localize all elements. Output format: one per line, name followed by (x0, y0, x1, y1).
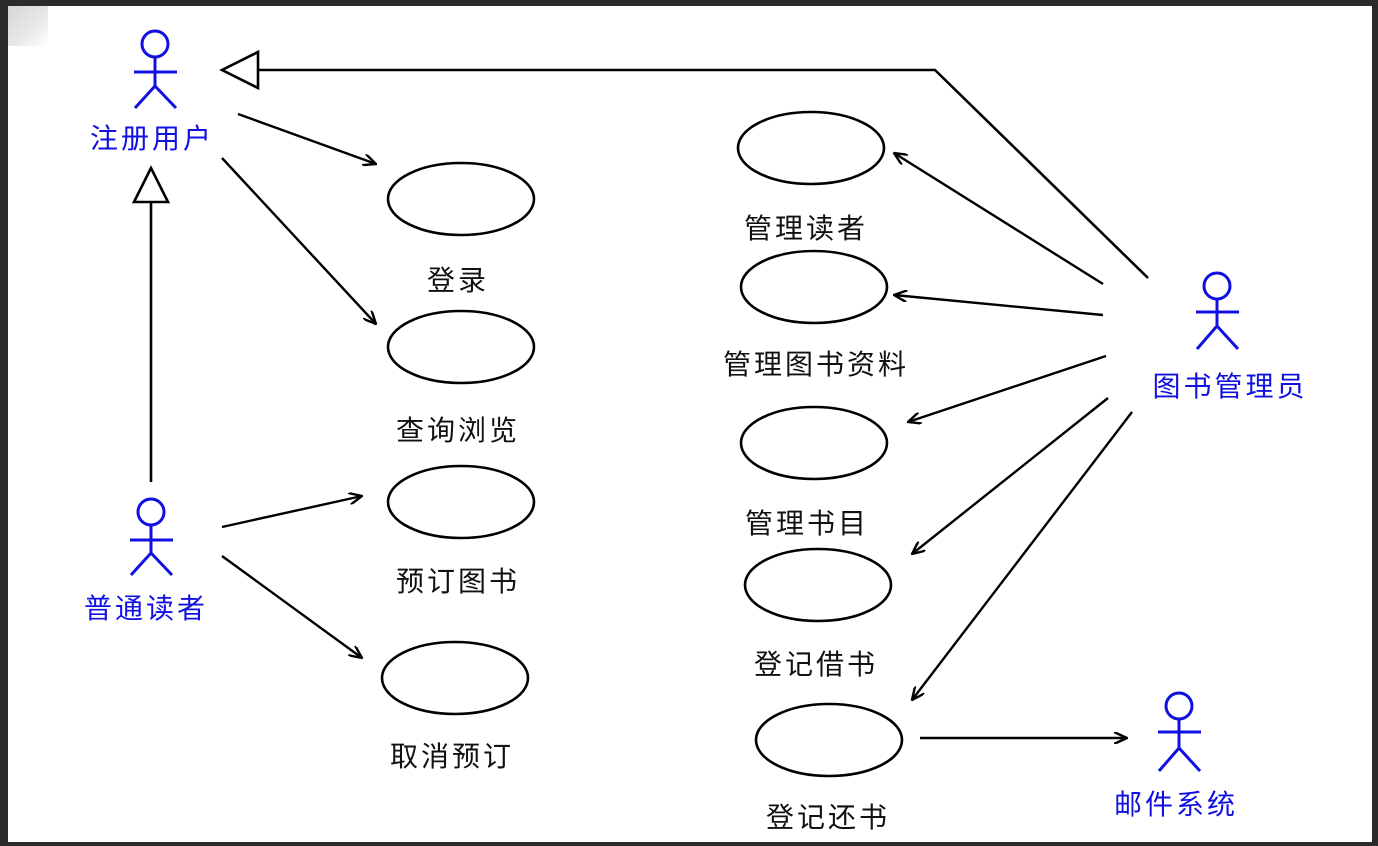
actor-head-icon (1202, 271, 1232, 301)
use-case-register-borrow[interactable]: 登记借书 (743, 547, 893, 681)
actor-librarian[interactable]: 图书管理员 (1152, 271, 1307, 403)
generalization-reader-to-registered-user (131, 165, 171, 482)
use-case-manage-readers[interactable]: 管理读者 (736, 110, 886, 245)
assoc-registered-user-search (221, 157, 376, 324)
associations (221, 112, 1133, 738)
use-case-label-manage-book-data: 管理图书资料 (723, 348, 909, 381)
use-case-label-cancel-reservation: 取消预订 (390, 740, 514, 773)
assoc-librarian-register-return (912, 411, 1133, 700)
use-case-label-register-return: 登记还书 (766, 801, 890, 834)
assoc-reader-reserve (221, 496, 362, 529)
diagram-canvas (8, 6, 1372, 842)
use-case-label-manage-catalog: 管理书目 (745, 507, 869, 540)
actor-label-mail-system: 邮件系统 (1114, 788, 1238, 821)
assoc-librarian-manage-book-data (894, 295, 1104, 317)
use-case-label-login: 登录 (427, 264, 489, 297)
actor-label-ordinary-reader: 普通读者 (84, 592, 208, 625)
actor-registered-user[interactable]: 注册用户 (90, 29, 214, 155)
use-case-label-register-borrow: 登记借书 (754, 648, 878, 681)
use-case-reserve-book[interactable]: 预订图书 (386, 464, 536, 598)
use-case-label-search-browse: 查询浏览 (396, 414, 520, 447)
assoc-librarian-manage-catalog (908, 354, 1107, 422)
actor-label-librarian: 图书管理员 (1152, 370, 1307, 403)
assoc-reader-cancel (221, 555, 362, 658)
use-case-manage-catalog[interactable]: 管理书目 (739, 405, 889, 540)
assoc-librarian-manage-readers (894, 153, 1104, 286)
use-case-login[interactable]: 登录 (386, 161, 536, 297)
actor-head-icon (136, 497, 166, 527)
actor-mail-system[interactable]: 邮件系统 (1114, 691, 1238, 821)
actor-head-icon (140, 29, 170, 59)
generalization-librarian-to-registered-user (219, 49, 1149, 279)
assoc-librarian-register-borrow (912, 397, 1109, 554)
use-case-label-reserve-book: 预订图书 (396, 565, 520, 598)
use-case-register-return[interactable]: 登记还书 (754, 702, 904, 834)
assoc-registered-user-login (237, 112, 376, 164)
use-case-search-browse[interactable]: 查询浏览 (386, 309, 536, 447)
use-case-cancel-reservation[interactable]: 取消预订 (380, 640, 530, 773)
use-case-manage-book-data[interactable]: 管理图书资料 (723, 249, 909, 381)
use-case-label-manage-readers: 管理读者 (744, 212, 868, 245)
actor-ordinary-reader[interactable]: 普通读者 (84, 497, 208, 625)
page-corner-shade (8, 6, 48, 46)
actor-head-icon (1164, 691, 1194, 721)
actor-label-registered-user: 注册用户 (90, 122, 214, 155)
